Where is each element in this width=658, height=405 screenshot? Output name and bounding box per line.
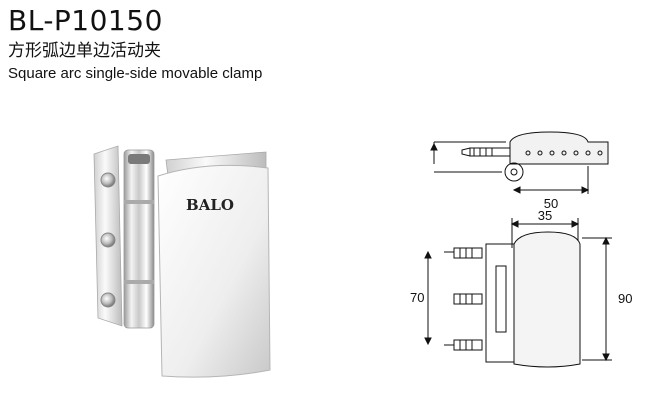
- dimension-hole-spacing: 70: [410, 290, 424, 305]
- product-name-cn: 方形弧边单边活动夹: [8, 41, 161, 61]
- hinge-clamp-photo-icon: BALO: [93, 145, 271, 378]
- technical-drawing-icon: 50 35 70 90: [410, 131, 632, 368]
- dimension-top-width: 50: [544, 196, 558, 211]
- dimension-height: 90: [618, 291, 632, 306]
- brand-logo: BALO: [186, 196, 234, 214]
- dimension-front-width: 35: [538, 208, 552, 223]
- model-title: BL-P10150: [8, 4, 163, 37]
- product-name-en: Square arc single-side movable clamp: [8, 65, 263, 82]
- screw-icon: [100, 172, 116, 188]
